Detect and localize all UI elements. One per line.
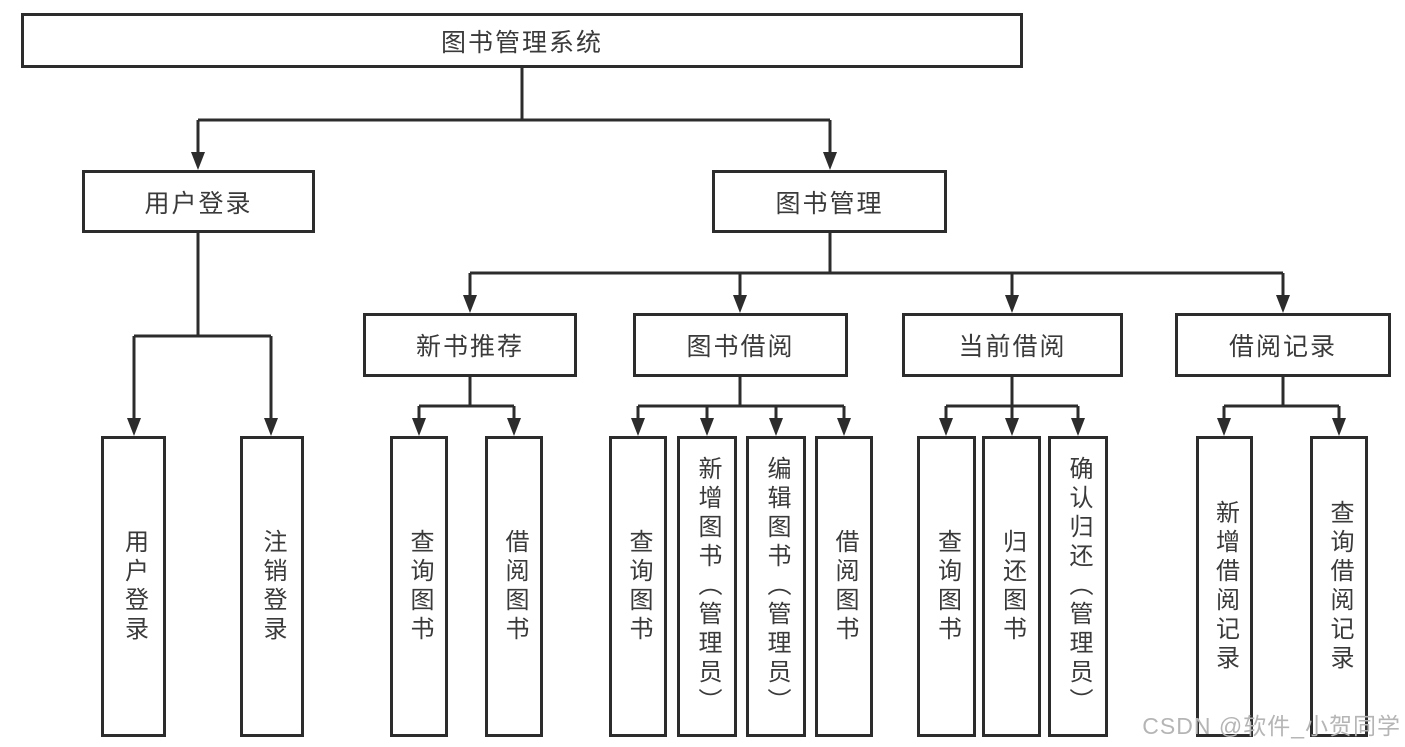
leaf-query-books-recommend: 查询图书: [390, 436, 448, 737]
node-current-borrow: 当前借阅: [902, 313, 1123, 377]
node-book-borrow: 图书借阅: [633, 313, 848, 377]
leaf-logout-label: 注销登录: [259, 528, 286, 645]
leaf-query-books-borrow: 查询图书: [609, 436, 667, 737]
node-root: 图书管理系统: [21, 13, 1023, 68]
node-root-label: 图书管理系统: [440, 28, 603, 57]
leaf-return-book: 归还图书: [982, 436, 1041, 737]
leaf-query-books-current: 查询图书: [917, 436, 976, 737]
leaf-borrow-books-recommend-label: 借阅图书: [501, 528, 528, 645]
leaf-query-books-current-label: 查询图书: [933, 528, 961, 645]
leaf-return-book-label: 归还图书: [998, 528, 1026, 645]
leaf-query-borrow-record: 查询借阅记录: [1310, 436, 1368, 737]
leaf-add-book-admin: 新增图书（管理员）: [677, 436, 737, 737]
node-current-borrow-label: 当前借阅: [958, 333, 1067, 361]
leaf-add-borrow-record: 新增借阅记录: [1196, 436, 1253, 737]
node-user-login: 用户登录: [82, 170, 315, 233]
leaf-edit-book-admin-label: 编辑图书（管理员）: [763, 456, 790, 717]
node-book-management: 图书管理: [712, 170, 947, 233]
node-book-management-label: 图书管理: [775, 189, 884, 218]
node-book-borrow-label: 图书借阅: [686, 333, 795, 361]
watermark: CSDN @软件_小贺同学: [1142, 713, 1401, 739]
node-borrow-records-label: 借阅记录: [1228, 333, 1337, 361]
leaf-query-borrow-record-label: 查询借阅记录: [1326, 499, 1353, 674]
leaf-logout: 注销登录: [240, 436, 304, 737]
leaf-add-book-admin-label: 新增图书（管理员）: [694, 456, 721, 717]
node-user-login-label: 用户登录: [144, 189, 253, 218]
leaf-borrow-books-label: 借阅图书: [831, 528, 858, 645]
leaf-borrow-books: 借阅图书: [815, 436, 873, 737]
leaf-user-login: 用户登录: [101, 436, 166, 737]
leaf-borrow-books-recommend: 借阅图书: [485, 436, 543, 737]
leaf-query-books-borrow-label: 查询图书: [625, 528, 652, 645]
leaf-edit-book-admin: 编辑图书（管理员）: [746, 436, 806, 737]
node-new-book-recommend-label: 新书推荐: [415, 333, 524, 361]
leaf-query-books-recommend-label: 查询图书: [406, 528, 433, 645]
leaf-user-login-label: 用户登录: [120, 528, 148, 645]
leaf-add-borrow-record-label: 新增借阅记录: [1211, 499, 1239, 674]
node-borrow-records: 借阅记录: [1175, 313, 1391, 377]
leaf-confirm-return-admin-label: 确认归还（管理员）: [1065, 456, 1092, 717]
leaf-confirm-return-admin: 确认归还（管理员）: [1048, 436, 1108, 737]
node-new-book-recommend: 新书推荐: [363, 313, 577, 377]
